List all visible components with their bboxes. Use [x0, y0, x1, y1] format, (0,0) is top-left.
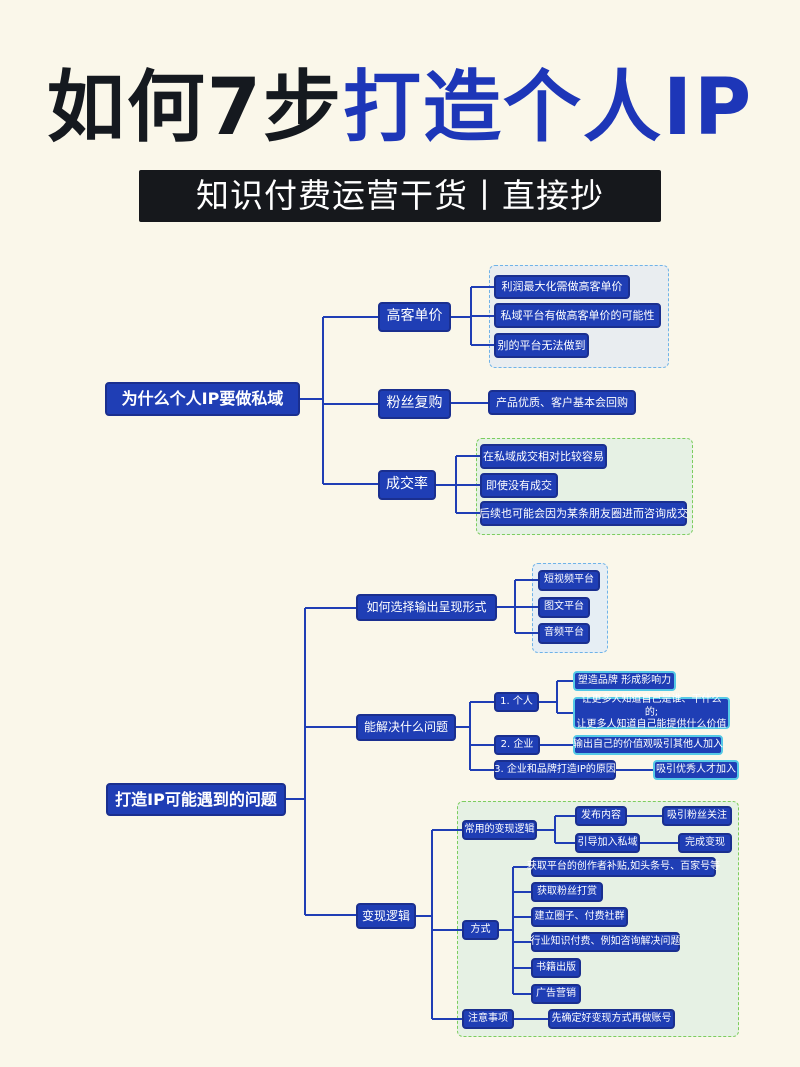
branch-solve-problems: 能解决什么问题: [356, 714, 456, 741]
branch-high-price: 高客单价: [378, 302, 451, 332]
item-publish-content: 发布内容: [575, 806, 627, 826]
item-complete-monetize: 完成变现: [678, 833, 732, 853]
branch-conversion: 成交率: [378, 470, 436, 500]
item-image-text: 图文平台: [538, 597, 590, 618]
item-audio: 音频平台: [538, 623, 590, 644]
item-possibility: 私域平台有做高客单价的可能性: [494, 303, 661, 328]
branch-monetization: 变现逻辑: [356, 903, 416, 929]
item-later-deal: 后续也可能会因为某条朋友圈进而咨询成交: [479, 501, 688, 526]
item-method-books: 书籍出版: [531, 958, 581, 978]
item-method-subsidy: 获取平台的创作者补贴,如头条号、百家号等: [527, 857, 720, 877]
page-title: 如何7步打造个人IP: [0, 58, 800, 158]
item-method-knowledge: 行业知识付费、例如咨询解决问题: [531, 932, 681, 952]
sub-methods: 方式: [462, 920, 499, 940]
item-quality-products: 产品优质、客户基本会回购: [488, 390, 636, 415]
branch-repurchase: 粉丝复购: [378, 389, 451, 419]
item-easy-conversion: 在私域成交相对比较容易: [480, 444, 607, 469]
item-output-values: 输出自己的价值观吸引其他人加入: [573, 735, 723, 755]
item-attract-fans: 吸引粉丝关注: [662, 806, 732, 826]
item-let-people-know-line1: 让更多人知道自己是谁、干什么的;: [581, 694, 722, 718]
sub-enterprise: 2. 企业: [494, 735, 540, 755]
item-no-deal: 即使没有成交: [480, 473, 558, 498]
item-let-people-know-line2: 让更多人知道自己能提供什么价值: [576, 719, 727, 731]
item-short-video: 短视频平台: [538, 570, 600, 591]
item-method-tips: 获取粉丝打赏: [531, 882, 603, 902]
sub-notes: 注意事项: [462, 1009, 514, 1029]
title-part-dark: 如何7步: [46, 63, 344, 153]
subtitle-banner: 知识付费运营干货丨直接抄: [139, 170, 661, 222]
sub-brand-reason: 3. 企业和品牌打造IP的原因: [494, 760, 616, 780]
title-part-accent: 打造个人IP: [343, 63, 754, 153]
sub-personal: 1. 个人: [494, 692, 539, 712]
root-why-private-domain: 为什么个人IP要做私域: [105, 382, 300, 416]
item-method-community: 建立圈子、付费社群: [531, 907, 628, 927]
item-method-ads: 广告营销: [531, 984, 581, 1004]
branch-output-format: 如何选择输出呈现形式: [356, 594, 497, 621]
item-let-people-know: 让更多人知道自己是谁、干什么的; 让更多人知道自己能提供什么价值: [573, 694, 730, 731]
item-others-cannot: 别的平台无法做到: [494, 333, 589, 358]
item-build-brand: 塑造品牌 形成影响力: [573, 671, 676, 691]
item-attract-talent: 吸引优秀人才加入: [653, 760, 739, 780]
item-profit-max: 利润最大化需做高客单价: [494, 275, 630, 299]
item-guide-private: 引导加入私域: [575, 833, 640, 853]
item-note-decide-first: 先确定好变现方式再做账号: [548, 1009, 675, 1029]
root-ip-problems: 打造IP可能遇到的问题: [106, 783, 286, 816]
sub-common-logic: 常用的变现逻辑: [462, 820, 537, 840]
